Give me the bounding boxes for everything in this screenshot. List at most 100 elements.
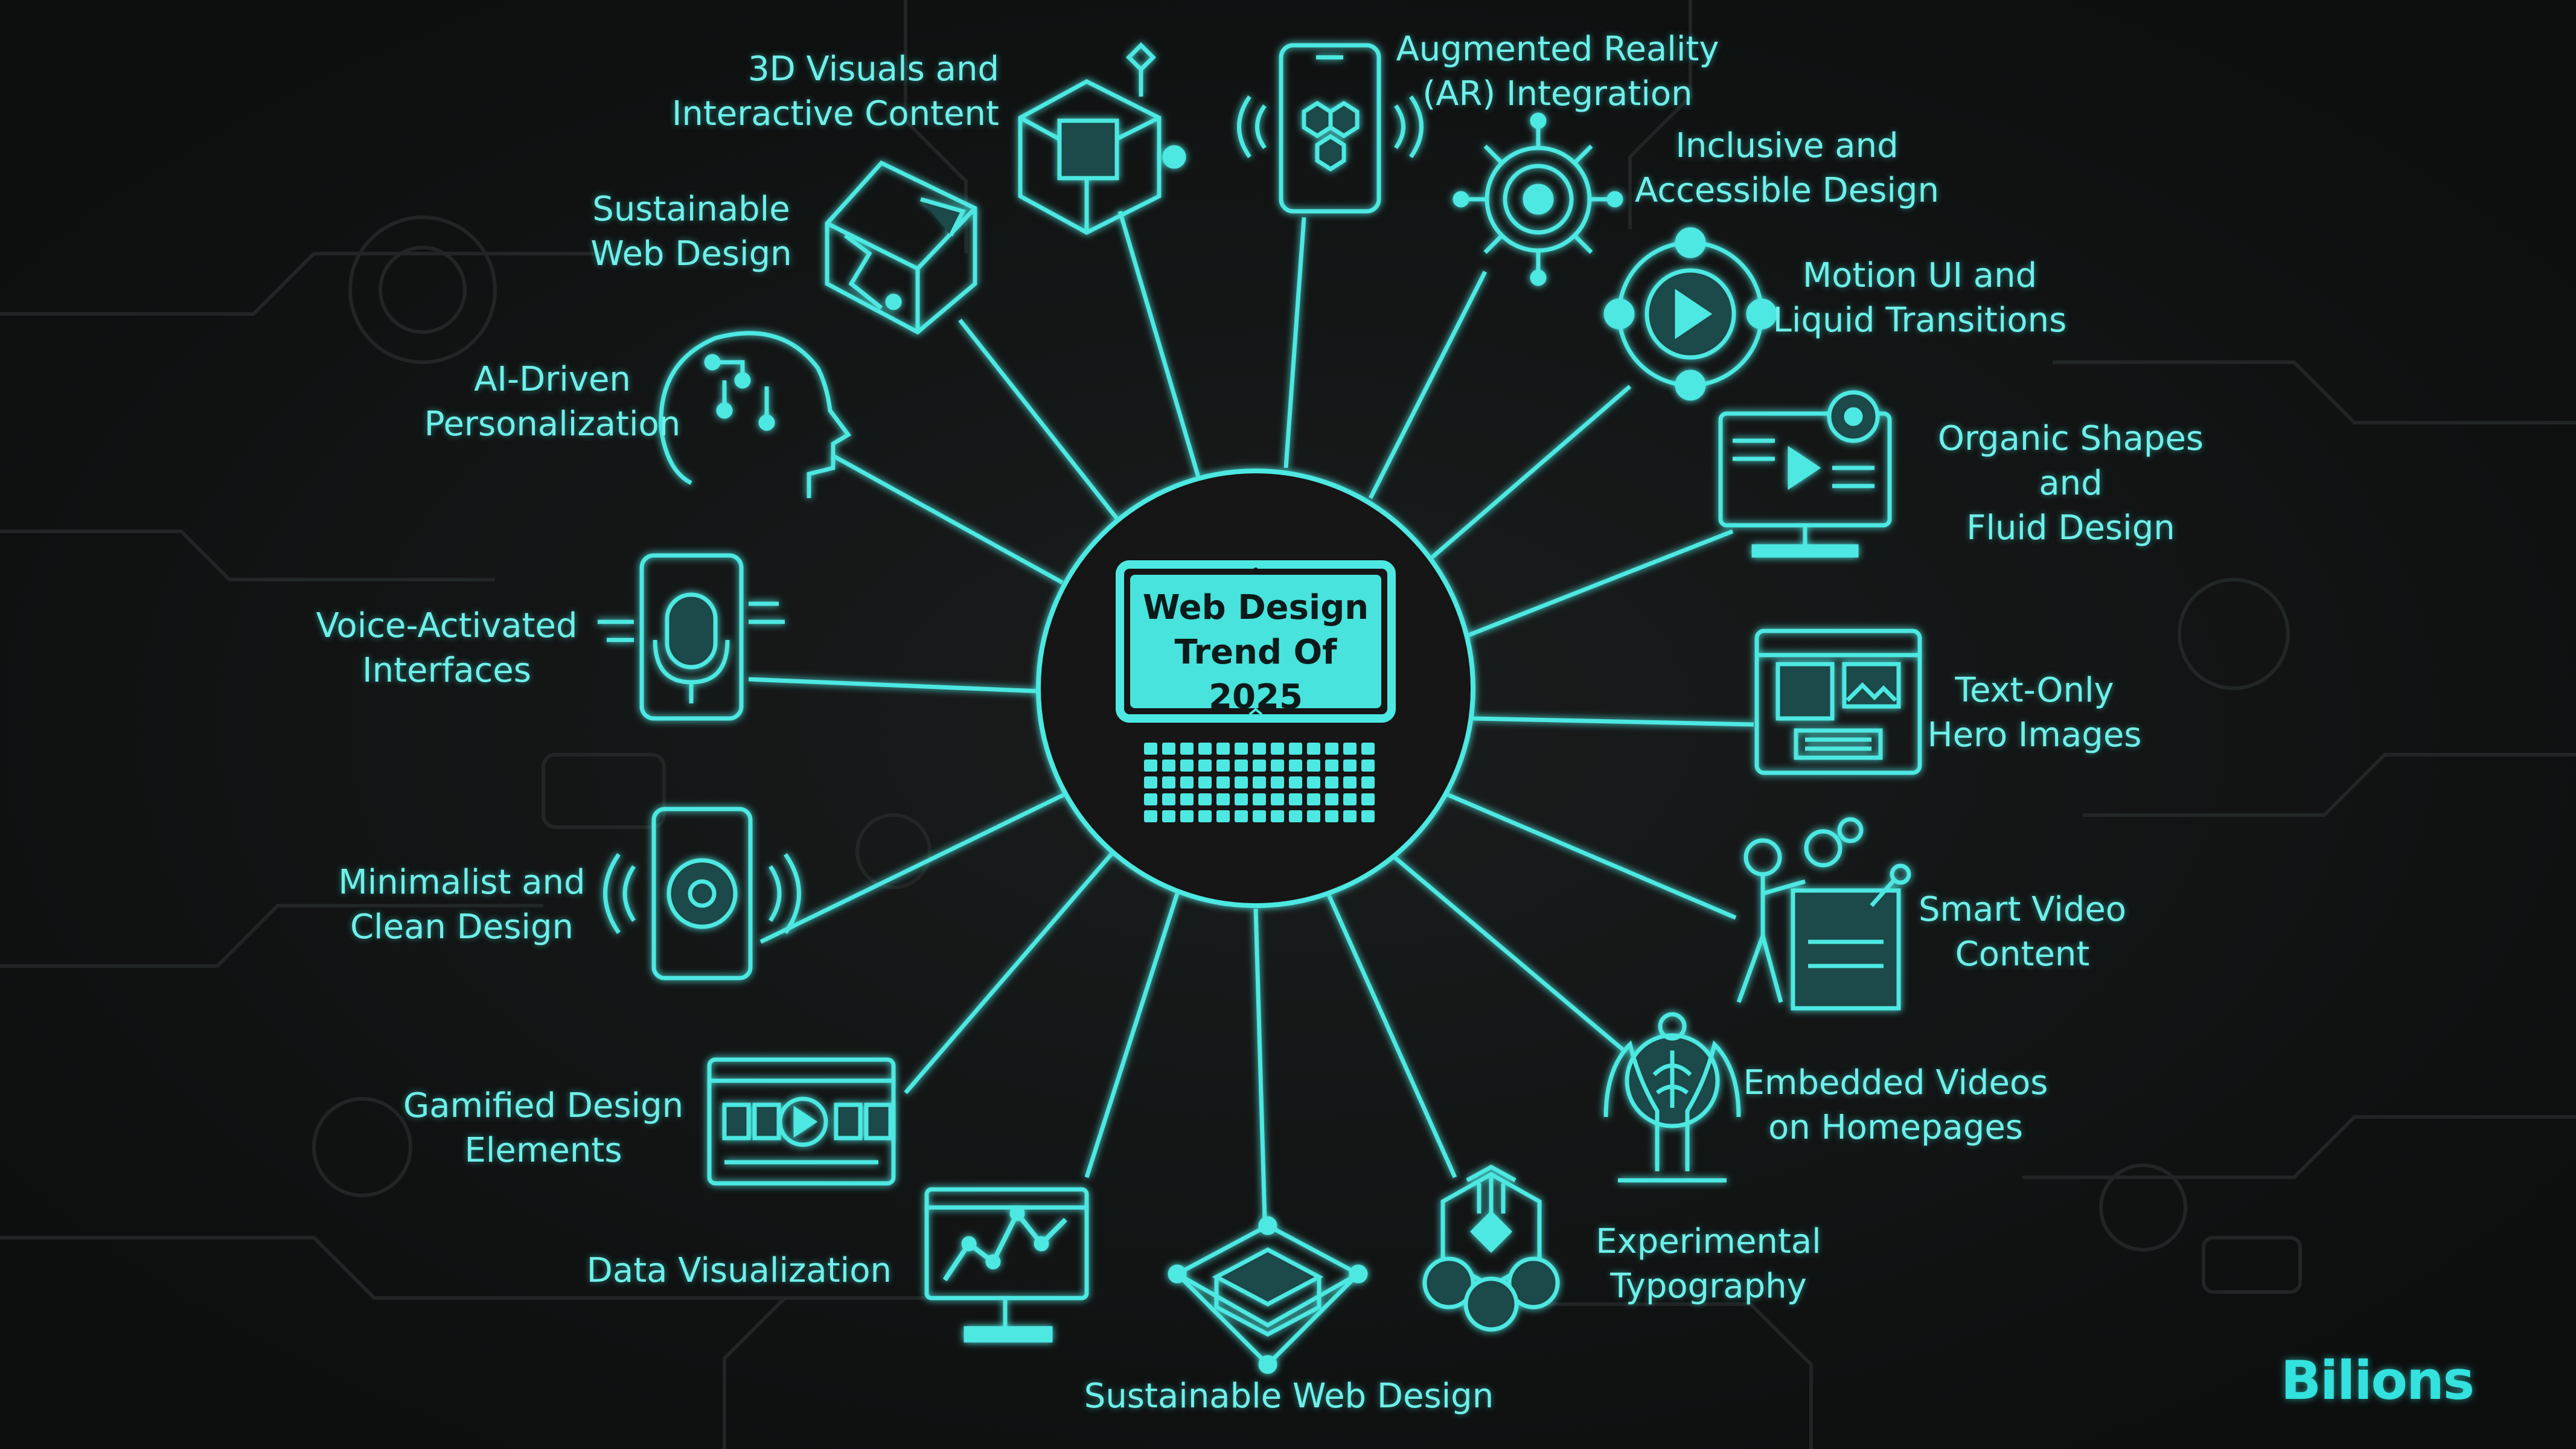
connector-line: [1463, 529, 1734, 639]
keyboard-key: [1235, 743, 1248, 755]
keyboard-key: [1144, 743, 1157, 755]
keyboard-key: [1235, 776, 1248, 788]
keyboard-key: [1343, 810, 1357, 822]
label-minimalist-design: Minimalist and Clean Design: [338, 863, 586, 947]
center-title: Web Design Trend Of 2025: [1142, 588, 1369, 717]
connector-line: [748, 677, 1042, 694]
keyboard-key: [1289, 776, 1302, 788]
connector-line: [1368, 270, 1488, 499]
keyboard-key: [1144, 793, 1157, 805]
keyboard-key: [1271, 810, 1284, 822]
keyboard-key: [1198, 776, 1212, 788]
label-data-visualization: Data Visualization: [586, 1251, 892, 1290]
connector-line: [1084, 892, 1180, 1179]
keyboard-key: [1307, 810, 1320, 822]
keyboard-key: [1361, 760, 1375, 772]
keyboard-key: [1198, 743, 1212, 755]
keyboard-key: [1180, 776, 1194, 788]
keyboard-key: [1144, 810, 1157, 822]
keyboard-key: [1162, 776, 1175, 788]
connector-lines: [748, 211, 1754, 1220]
label-ar-integration: Augmented Reality (AR) Integration: [1396, 30, 1719, 114]
phone-microphone-icon: [598, 553, 785, 721]
label-smart-video: Smart Video Content: [1918, 890, 2127, 974]
keyboard-key: [1361, 793, 1375, 805]
keyboard-key: [1361, 810, 1375, 822]
hero-layout-icon: [1754, 629, 1922, 775]
label-ai-personalization: AI-Driven Personalization: [424, 360, 681, 444]
keyboard-key: [1325, 793, 1338, 805]
keyboard-icon: [1144, 743, 1375, 822]
label-text-only-hero: Text-Only Hero Images: [1927, 671, 2142, 755]
phone-ar-icon: [1237, 43, 1424, 214]
keyboard-key: [1343, 760, 1357, 772]
keyboard-key: [1307, 743, 1320, 755]
label-inclusive-design: Inclusive and Accessible Design: [1635, 126, 1939, 210]
icons: [598, 42, 1922, 1374]
keyboard-key: [1144, 776, 1157, 788]
keyboard-key: [1253, 760, 1266, 772]
connector-line: [958, 318, 1122, 524]
keyboard-key: [1271, 743, 1284, 755]
label-motion-ui: Motion UI and Liquid Transitions: [1772, 256, 2067, 340]
accessibility-target-icon: [1453, 112, 1623, 286]
hands-globe-icon: [1603, 1012, 1741, 1183]
connector-line: [1253, 908, 1267, 1220]
phone-disc-icon: [603, 807, 801, 980]
keyboard-key: [1162, 760, 1175, 772]
media-player-icon: [707, 1057, 896, 1186]
box-graph-icon: [825, 160, 977, 335]
keyboard-key: [1253, 793, 1266, 805]
keyboard-key: [1325, 810, 1338, 822]
keyboard-key: [1253, 810, 1266, 822]
play-motion-icon: [1603, 227, 1777, 401]
connector-line: [759, 792, 1067, 944]
ai-head-icon: [659, 331, 852, 498]
label-sustainable-web-design-bottom: Sustainable Web Design: [1084, 1377, 1494, 1416]
keyboard-key: [1235, 793, 1248, 805]
connector-line: [1445, 792, 1737, 920]
keyboard-key: [1180, 743, 1194, 755]
keyboard-key: [1289, 793, 1302, 805]
keyboard-key: [1271, 793, 1284, 805]
keyboard-key: [1216, 776, 1230, 788]
brand-logo: Bilions: [2280, 1349, 2475, 1412]
label-gamified-design: Gamified Design Elements: [403, 1086, 684, 1170]
connector-line: [904, 849, 1116, 1095]
keyboard-key: [1271, 776, 1284, 788]
connector-line: [832, 453, 1064, 585]
connector-line: [1472, 716, 1754, 727]
keyboard-key: [1307, 776, 1320, 788]
keyboard-key: [1253, 776, 1266, 788]
laptop-icon: [1116, 560, 1396, 723]
cube-3d-icon: [1018, 42, 1186, 235]
keyboard-key: [1162, 810, 1175, 822]
keyboard-key: [1198, 810, 1212, 822]
keyboard-key: [1216, 810, 1230, 822]
keyboard-key: [1216, 743, 1230, 755]
keyboard-key: [1343, 776, 1357, 788]
chart-monitor-icon: [924, 1187, 1089, 1343]
presenter-icon: [1736, 817, 1911, 1011]
connector-line: [1393, 856, 1626, 1052]
label-3d-visuals: 3D Visuals and Interactive Content: [671, 50, 999, 133]
monitor-video-icon: [1718, 390, 1892, 558]
keyboard-key: [1235, 760, 1248, 772]
connector-line: [1283, 217, 1306, 469]
connector-line: [1429, 385, 1632, 560]
keyboard-key: [1361, 776, 1375, 788]
label-organic-shapes: Organic Shapes and Fluid Design: [1937, 419, 2204, 548]
keyboard-key: [1343, 743, 1357, 755]
keyboard-key: [1180, 793, 1194, 805]
keyboard-key: [1216, 760, 1230, 772]
connector-line: [1117, 211, 1201, 478]
keyboard-key: [1307, 760, 1320, 772]
keyboard-key: [1162, 743, 1175, 755]
keyboard-key: [1271, 760, 1284, 772]
label-experimental-typography: Experimental Typography: [1596, 1222, 1821, 1306]
keyboard-key: [1162, 793, 1175, 805]
keyboard-key: [1180, 810, 1194, 822]
